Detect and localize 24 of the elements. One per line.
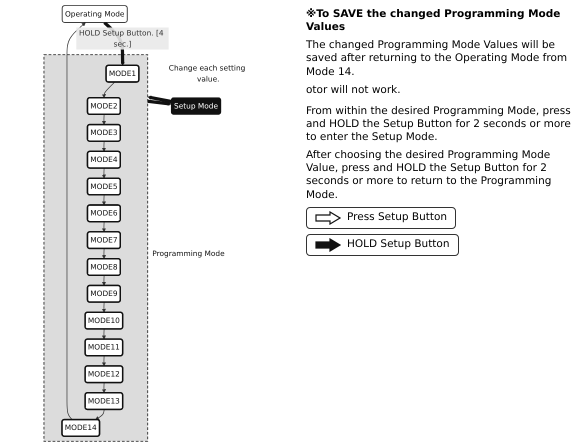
arrow [102, 194, 106, 206]
arrow [102, 168, 106, 179]
arrow [102, 302, 106, 313]
arrow [102, 248, 106, 260]
arrow [66, 22, 86, 420]
legend-label: Press Setup Button [347, 211, 448, 224]
cluster [44, 54, 148, 442]
arrow [102, 356, 106, 366]
note-text: The changed Programming Mode Values will be saved after returning to the Operating Mode from Mode 14. [306, 39, 568, 79]
arrow [102, 328, 106, 340]
arrow [148, 96, 172, 104]
legend-label: HOLD Setup Button [347, 238, 450, 252]
fragment-text: otor will not work. [306, 84, 402, 97]
arrow [102, 275, 106, 286]
instruction-text: After choosing the desired Programming Mode Value, press and HOLD the Setup Button for 2 seconds or more to return to the Programming Mode. [306, 149, 552, 202]
arrow [102, 114, 106, 125]
arrow [102, 382, 106, 394]
arrow [102, 82, 115, 98]
arrow [102, 222, 106, 232]
instruction-text: From within the desired Programming Mode, press and HOLD the Setup Button for 2 seconds or more to enter the Setup Mode. [306, 104, 572, 144]
note-heading: ※To SAVE the changed Programming Mode Values [306, 8, 562, 34]
arrow [102, 141, 106, 152]
arrow [95, 409, 104, 420]
arrow [147, 100, 172, 106]
